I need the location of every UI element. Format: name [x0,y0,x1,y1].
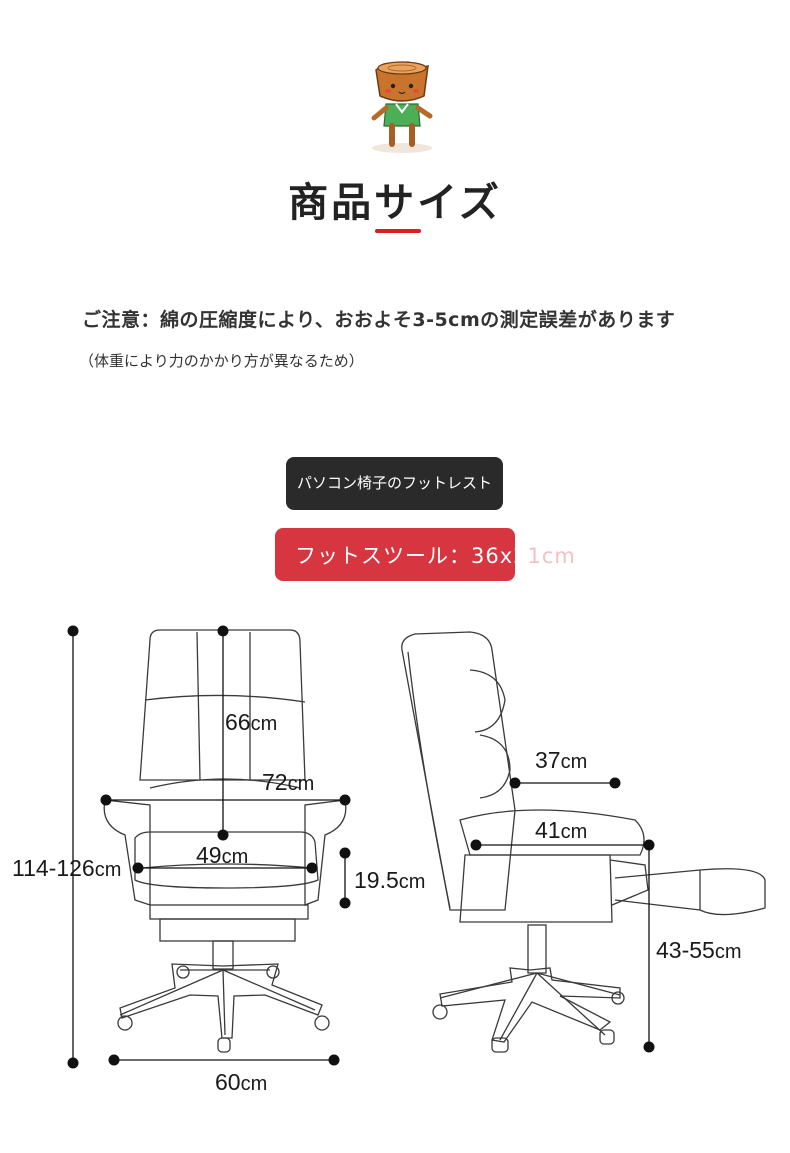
side-backrest [401,631,516,911]
footstool-size-badge: フットスツール：36x21cm [275,528,575,581]
side-seat-base [459,854,613,923]
seat-thickness-label: 19.5cm [354,867,425,893]
side-seat [459,809,645,856]
total-height-label: 114-126cm [12,855,121,881]
page-title: 商品サイズ [288,180,502,226]
front-backrest [139,629,306,781]
back-depth-label: 37cm [535,747,587,773]
chair-dimension-diagram: 114-126cm 66cm 72cm 49cm 19.5cm 60cm 37c… [12,625,766,1095]
measurement-subnote: （体重により力のかかり方が異なるため） [79,352,364,370]
footstool-size-text-fade: 1cm [527,544,576,568]
arm-width-label: 72cm [262,769,314,795]
measurement-note: ご注意：綿の圧縮度により、おおよそ3-5cmの測定誤差があります [82,309,676,331]
back-height-label: 66cm [225,709,277,735]
front-seat [134,831,319,889]
seat-width-label: 49cm [196,842,248,868]
title-underline [375,229,421,233]
footrest-badge: パソコン椅子のフットレスト [286,457,503,510]
front-left-arm [103,799,151,906]
base-width-label: 60cm [215,1069,267,1095]
seat-depth-label: 41cm [535,817,587,843]
footstool-size-text: フットスツール：36x2 [295,544,528,568]
seat-height-label: 43-55cm [656,937,742,963]
front-right-arm [304,799,347,906]
tree-stump-mascot-icon [371,61,433,153]
